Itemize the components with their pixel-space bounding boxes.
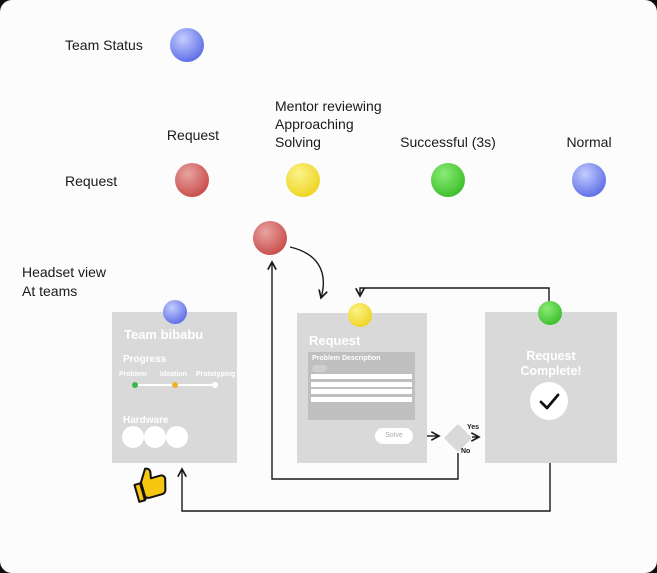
step-label-prototyping: Prototyping xyxy=(196,371,236,378)
complete-panel-title: Request Complete! xyxy=(520,349,582,378)
status-sphere-green xyxy=(431,163,465,197)
step-label-ideation: Ideation xyxy=(160,371,187,378)
step-dot-problem xyxy=(132,382,138,388)
request-panel-title: Request xyxy=(309,333,361,348)
text-line-placeholder xyxy=(311,397,412,402)
legend-header-successful: Successful (3s) xyxy=(400,134,496,150)
check-icon xyxy=(539,393,560,410)
legend-row-label: Request xyxy=(65,173,118,189)
step-dot-ideation xyxy=(172,382,178,388)
problem-description-box: Problem Description xyxy=(308,352,415,420)
request-curve-arrow xyxy=(289,246,328,300)
step-dot-prototyping xyxy=(212,382,218,388)
hardware-label: Hardware xyxy=(123,415,169,426)
hardware-slot-1 xyxy=(122,426,144,448)
thumbs-up-icon xyxy=(129,461,173,507)
headset-view-label: Headset view At teams xyxy=(22,264,107,299)
no-label: No xyxy=(461,448,471,455)
status-sphere-red xyxy=(175,163,209,197)
solve-button[interactable]: Solve xyxy=(375,428,413,444)
complete-panel-status-sphere-green xyxy=(538,301,562,325)
complete-to-request-arrow xyxy=(355,287,550,304)
progress-label: Progress xyxy=(123,354,167,365)
yes-label: Yes xyxy=(467,424,480,431)
problem-description-label: Problem Description xyxy=(312,355,381,362)
legend-header-request: Request xyxy=(166,127,220,143)
team-panel-status-sphere-blue xyxy=(163,300,187,324)
hardware-slot-3 xyxy=(166,426,188,448)
complete-panel: Request Complete! xyxy=(485,301,617,463)
request-panel-status-sphere-yellow xyxy=(348,303,372,327)
legend-header-normal: Normal xyxy=(566,134,612,150)
floating-request-sphere-red xyxy=(253,221,287,255)
legend-title: Team Status xyxy=(65,37,143,53)
text-line-placeholder xyxy=(311,374,412,379)
hardware-slot-2 xyxy=(144,426,166,448)
team-panel: Team bibabu Progress Problem Ideation Pr… xyxy=(112,300,237,463)
check-circle xyxy=(530,382,568,420)
outer-loop-arrow xyxy=(177,463,551,512)
tag-pill xyxy=(312,365,327,372)
text-line-placeholder xyxy=(311,382,412,387)
text-line-placeholder xyxy=(311,389,412,394)
team-panel-title: Team bibabu xyxy=(124,327,204,342)
status-sphere-blue xyxy=(572,163,606,197)
legend-header-mentor: Mentor reviewing Approaching Solving xyxy=(275,98,382,150)
request-panel: Request Problem Description Solve xyxy=(297,303,427,463)
team-status-sphere-blue xyxy=(170,28,204,62)
status-sphere-yellow xyxy=(286,163,320,197)
step-label-problem: Problem xyxy=(119,371,148,378)
